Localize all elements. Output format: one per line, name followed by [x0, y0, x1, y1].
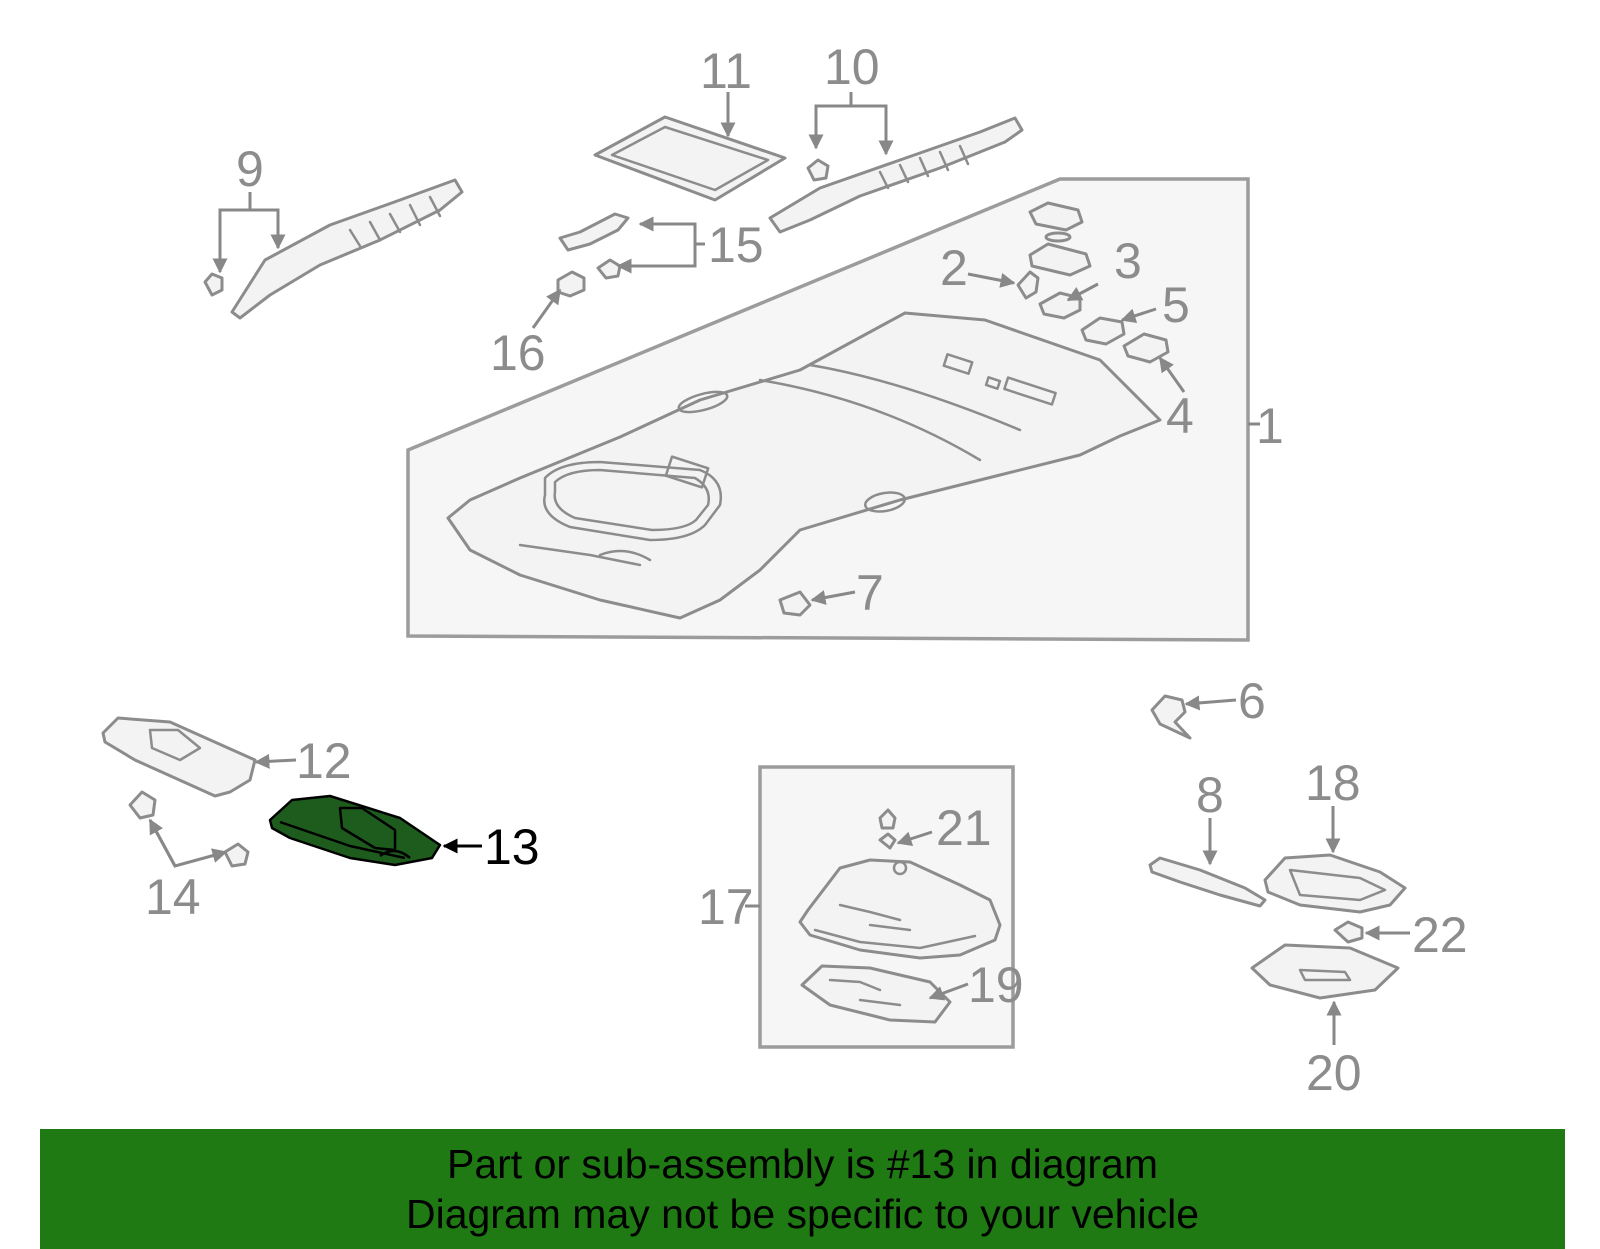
callout-16: 16 — [490, 325, 546, 381]
part-17-overhead-console[interactable] — [798, 858, 1002, 960]
banner-line-2: Diagram may not be specific to your vehi… — [405, 1191, 1199, 1237]
part-20-lamp-lens[interactable] — [1250, 943, 1400, 1000]
callout-20: 20 — [1306, 1045, 1362, 1101]
part-10-rail-trim[interactable] — [768, 116, 1024, 234]
banner-line-1: Part or sub-assembly is #13 in diagram — [447, 1141, 1158, 1187]
callout-11: 11 — [700, 43, 752, 99]
callout-labels: 1 2 3 4 5 6 7 8 9 10 11 12 13 14 15 16 1… — [145, 39, 1468, 1101]
callout-10: 10 — [824, 39, 880, 95]
part-5-lamp-housing[interactable] — [1080, 316, 1126, 346]
callout-2: 2 — [940, 240, 968, 296]
callout-4: 4 — [1166, 388, 1194, 444]
callout-21: 21 — [936, 800, 992, 856]
part-7-fastener[interactable] — [778, 590, 812, 617]
info-banner: Part or sub-assembly is #13 in diagram D… — [40, 1129, 1565, 1249]
part-19-console-lens[interactable] — [800, 964, 952, 1024]
callout-9: 9 — [236, 141, 264, 197]
part-21-bulb[interactable] — [878, 808, 897, 850]
part-22-bulb[interactable] — [1333, 920, 1364, 944]
part-2-clip[interactable] — [1016, 270, 1040, 300]
callout-7: 7 — [856, 565, 884, 621]
callout-17: 17 — [698, 879, 754, 935]
callout-3: 3 — [1114, 233, 1142, 289]
part-9-pillar-trim[interactable] — [203, 178, 464, 320]
leader-lines — [148, 92, 1410, 1045]
callout-6: 6 — [1238, 673, 1266, 729]
headliner-panel[interactable] — [446, 311, 1162, 620]
part-18-map-lamp[interactable] — [1263, 853, 1407, 914]
part-15-grab-handle[interactable] — [558, 212, 630, 280]
part-6-clip[interactable] — [1150, 694, 1192, 740]
part-12-sunvisor[interactable] — [101, 716, 257, 798]
part-4-lamp-cover[interactable] — [1122, 332, 1170, 364]
callout-19: 19 — [968, 957, 1024, 1013]
part-14-visor-clip[interactable] — [128, 790, 250, 868]
callout-14: 14 — [145, 869, 201, 925]
callout-12: 12 — [296, 733, 352, 789]
callout-15: 15 — [708, 217, 764, 273]
callout-8: 8 — [1196, 767, 1224, 823]
callout-1: 1 — [1256, 398, 1284, 454]
callout-22: 22 — [1412, 907, 1468, 963]
part-16-cover[interactable] — [556, 270, 586, 298]
part-3-lamp-lens[interactable] — [1028, 201, 1092, 320]
callout-13: 13 — [484, 819, 540, 875]
part-8-trim-strip[interactable] — [1148, 856, 1267, 908]
callout-18: 18 — [1305, 755, 1361, 811]
part-11-sunroof-frame[interactable] — [593, 115, 787, 202]
part-13-sunvisor-highlighted[interactable] — [268, 794, 442, 867]
callout-5: 5 — [1162, 277, 1190, 333]
